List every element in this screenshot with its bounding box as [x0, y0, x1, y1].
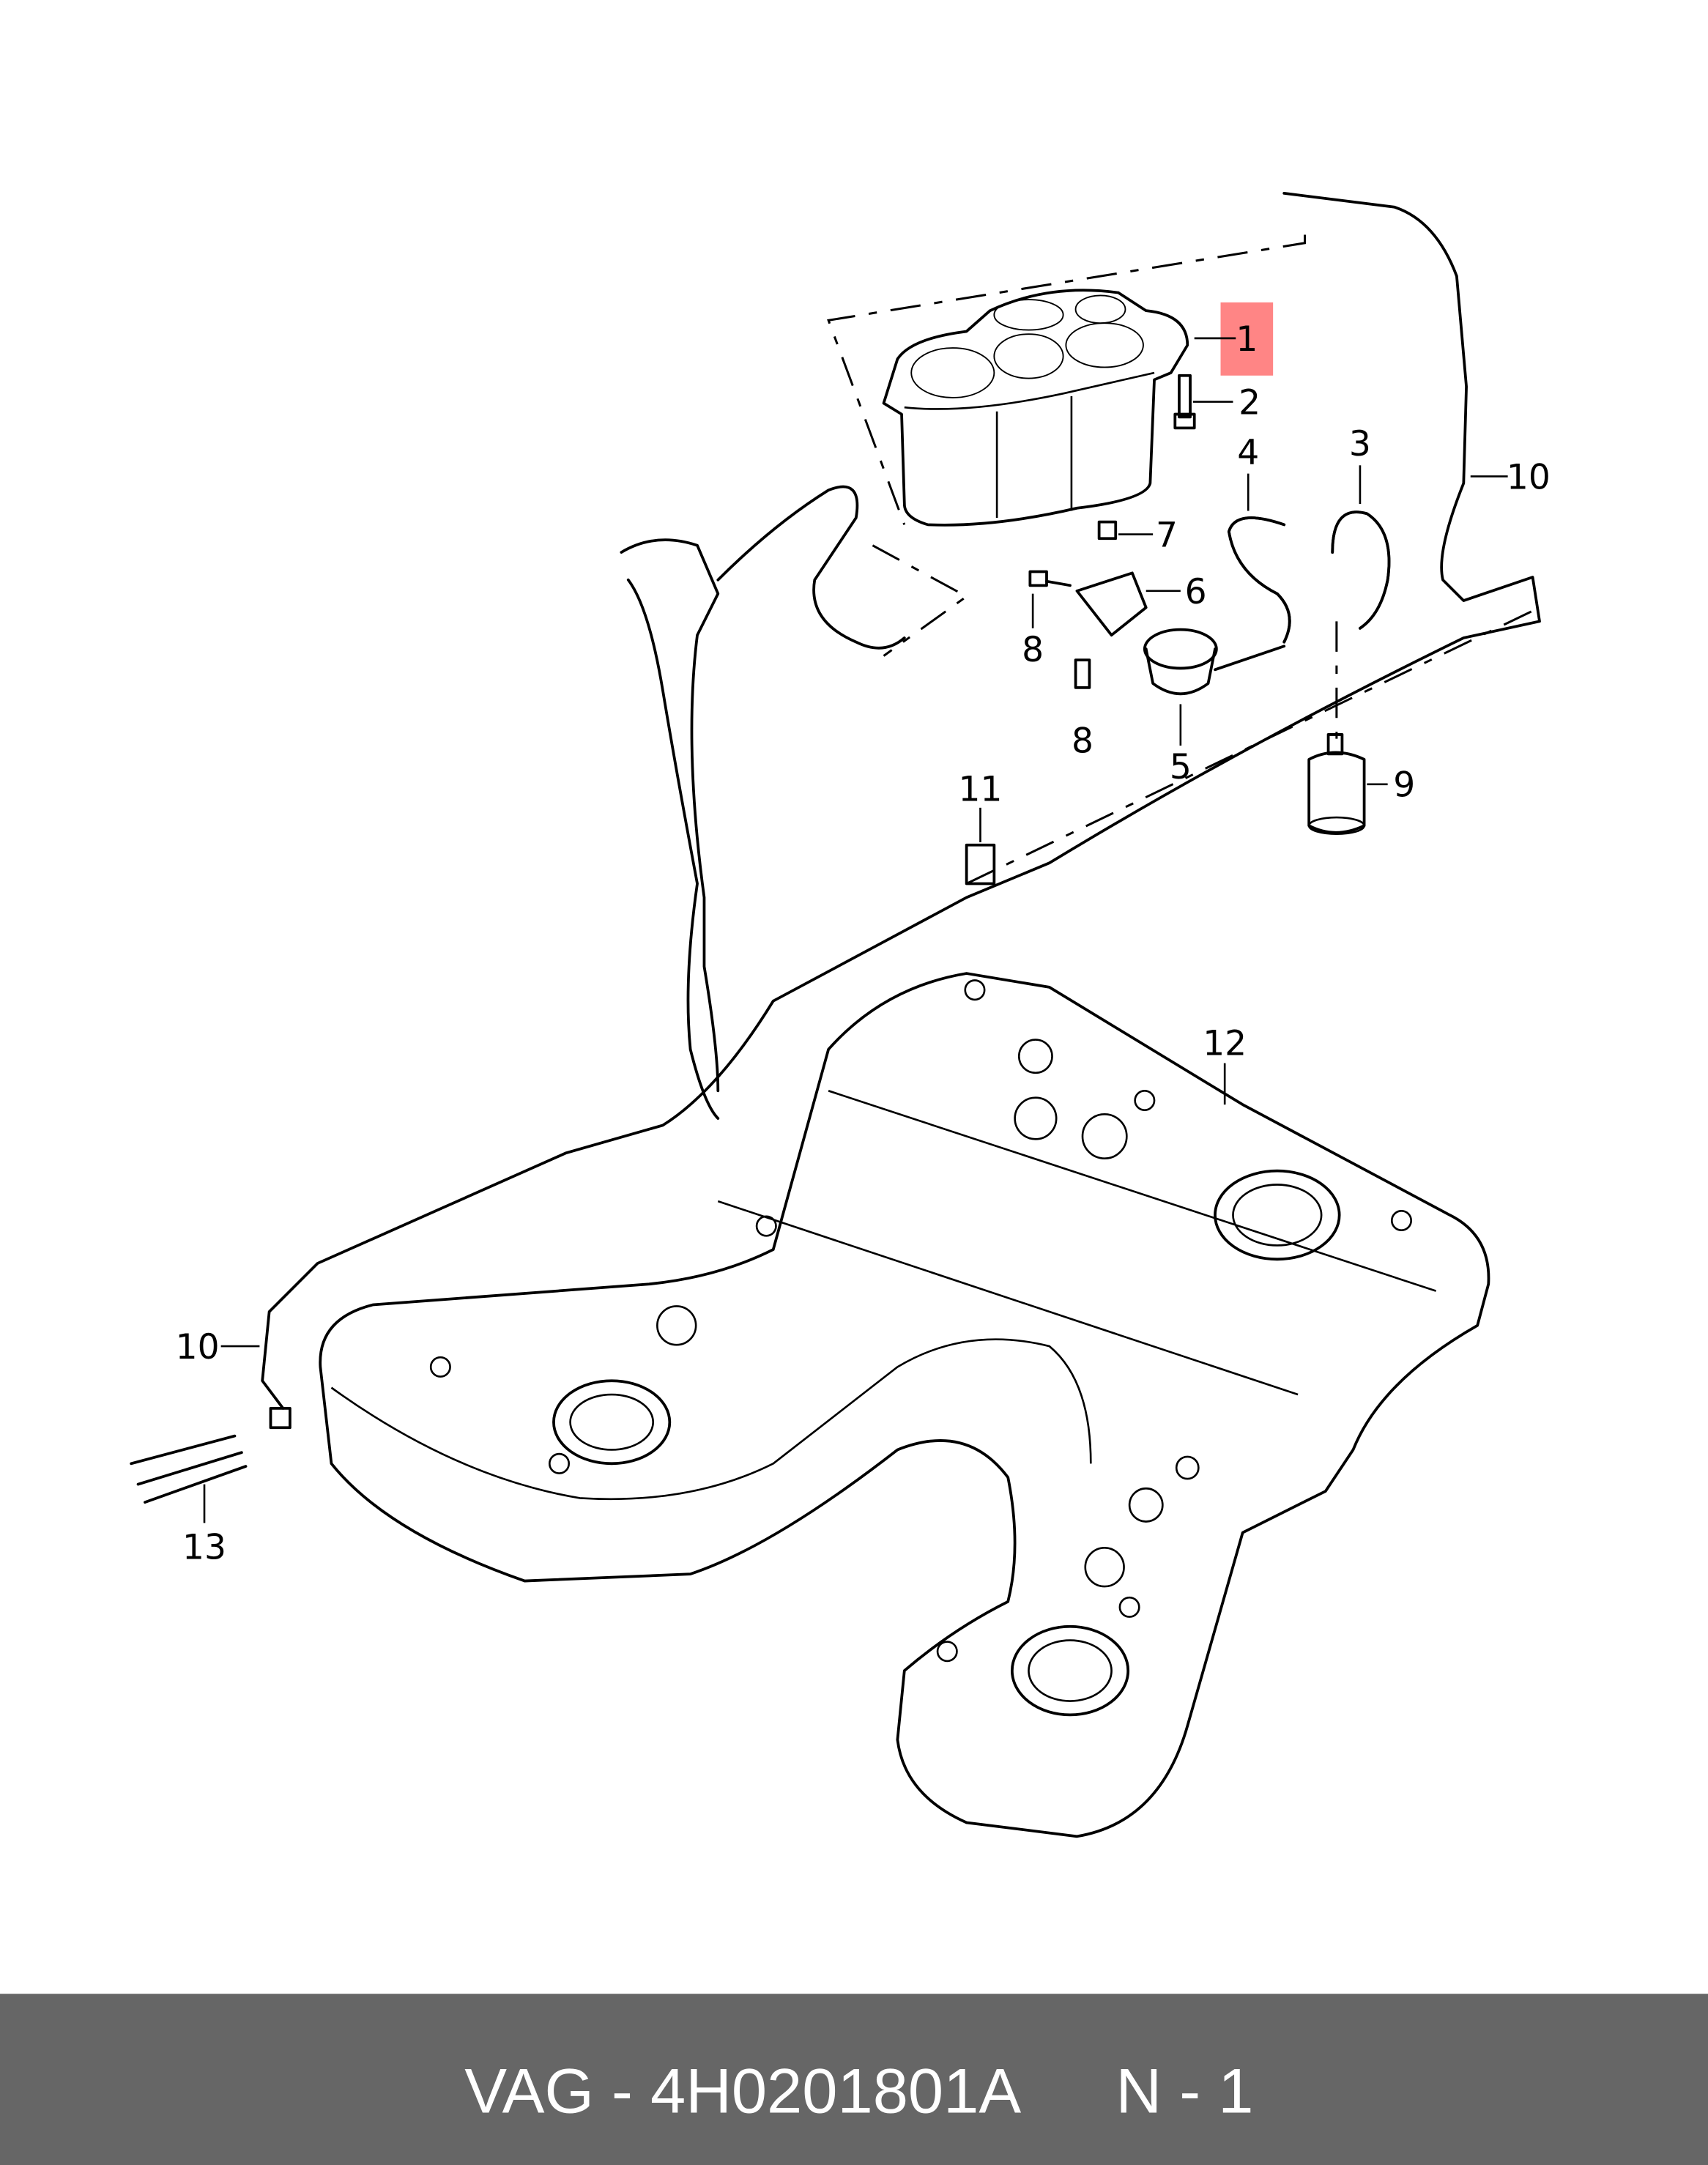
- carbon-canister[interactable]: [882, 289, 1189, 527]
- bolt[interactable]: [1028, 570, 1072, 587]
- bolt[interactable]: [1173, 374, 1196, 430]
- callout-11[interactable]: 11: [959, 769, 1003, 809]
- callout-7[interactable]: 7: [1156, 516, 1178, 556]
- bolt[interactable]: [1097, 520, 1118, 541]
- footer-position: N - 1: [1116, 2056, 1254, 2126]
- callout-1[interactable]: 1: [1236, 319, 1258, 360]
- callout-3[interactable]: 3: [1349, 424, 1371, 464]
- callout-4[interactable]: 4: [1237, 432, 1259, 472]
- fuel-line[interactable]: [261, 192, 1541, 1410]
- callout-8[interactable]: 8: [1072, 721, 1094, 761]
- hose[interactable]: [1227, 516, 1291, 644]
- valve[interactable]: [1143, 628, 1286, 696]
- fuel-filter[interactable]: [1307, 733, 1366, 835]
- callout-13[interactable]: 13: [182, 1527, 226, 1567]
- callout-12[interactable]: 12: [1203, 1023, 1247, 1063]
- connector-tubes[interactable]: [130, 1407, 292, 1504]
- leader-lines: [203, 337, 1508, 1523]
- fuel-tank[interactable]: [319, 972, 1490, 1838]
- callout-2[interactable]: 2: [1239, 383, 1260, 423]
- vent-hose[interactable]: [716, 485, 906, 650]
- callout-5[interactable]: 5: [1170, 747, 1192, 787]
- clip[interactable]: [965, 843, 996, 885]
- callout-6[interactable]: 6: [1185, 572, 1207, 612]
- assembly-dash-lines: [827, 234, 1540, 885]
- filler-neck[interactable]: [620, 538, 720, 1120]
- callout-10[interactable]: 10: [176, 1327, 220, 1367]
- footer-part-number: VAG - 4H0201801A: [464, 2056, 1021, 2126]
- bracket[interactable]: [1075, 571, 1148, 637]
- callout-9[interactable]: 9: [1393, 765, 1415, 806]
- callout-8[interactable]: 8: [1022, 630, 1044, 670]
- footer-bar: [0, 1994, 1708, 2165]
- bolt[interactable]: [1074, 658, 1091, 689]
- callout-10[interactable]: 10: [1507, 457, 1551, 497]
